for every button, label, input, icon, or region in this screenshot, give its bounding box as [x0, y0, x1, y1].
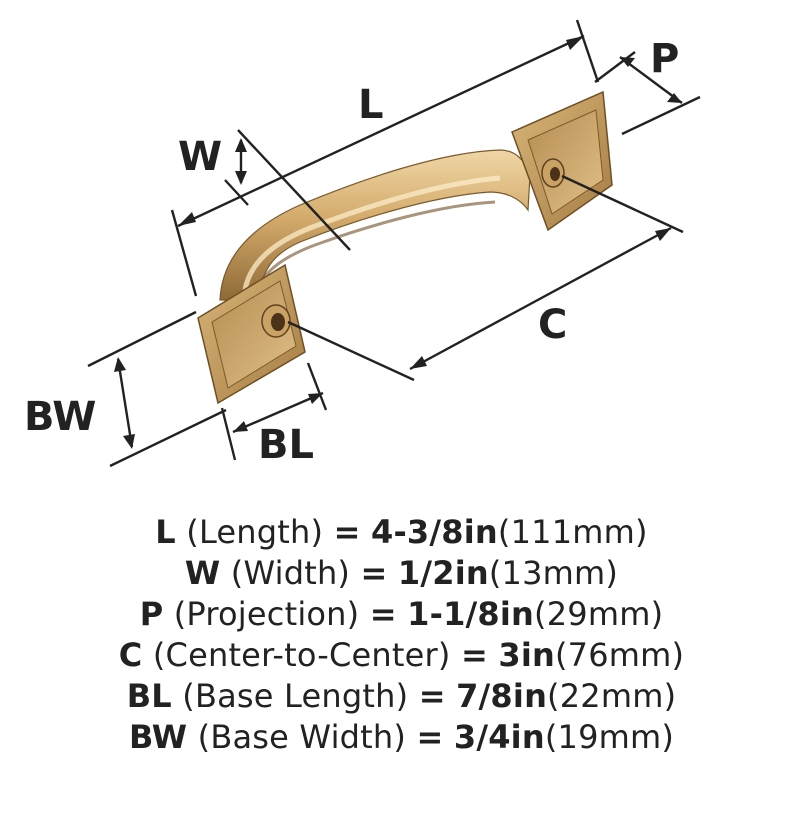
spec-base-length: BL (Base Length) = 7/8in(22mm) — [0, 676, 803, 717]
spec-metric: (22mm) — [547, 677, 677, 715]
spec-abbr: L — [155, 513, 176, 551]
spec-equals: = — [460, 636, 488, 674]
spec-name: (Center-to-Center) — [152, 636, 451, 674]
spec-length: L (Length) = 4-3/8in(111mm) — [0, 512, 803, 553]
handle-arch-channel — [242, 175, 501, 291]
spec-imperial: 1/2in — [397, 554, 489, 592]
spec-width: W (Width) = 1/2in(13mm) — [0, 553, 803, 594]
pull-handle-image — [197, 90, 613, 405]
spec-name: (Base Length) — [182, 677, 409, 715]
spec-imperial: 3/4in — [453, 718, 545, 756]
spec-projection: P (Projection) = 1-1/8in(29mm) — [0, 594, 803, 635]
dimension-lines — [87, 19, 701, 468]
spec-imperial: 4-3/8in — [370, 513, 498, 551]
spec-metric: (111mm) — [497, 513, 648, 551]
spec-name: (Width) — [230, 554, 351, 592]
spec-equals: = — [416, 718, 444, 756]
spec-name: (Projection) — [173, 595, 360, 633]
spec-equals: = — [369, 595, 397, 633]
spec-metric: (29mm) — [534, 595, 664, 633]
spec-equals: = — [360, 554, 388, 592]
label-C: C — [538, 302, 567, 348]
spec-center-to-center: C (Center-to-Center) = 3in(76mm) — [0, 635, 803, 676]
spec-abbr: W — [184, 554, 221, 592]
label-BW: BW — [24, 394, 96, 440]
spec-metric: (19mm) — [544, 718, 675, 756]
spec-metric: (76mm) — [554, 636, 685, 674]
spec-equals: = — [333, 513, 361, 551]
spec-imperial: 7/8in — [456, 677, 548, 715]
dimension-spec-list: L (Length) = 4-3/8in(111mm) W (Width) = … — [0, 512, 803, 758]
spec-metric: (13mm) — [488, 554, 619, 592]
spec-name: (Length) — [186, 513, 324, 551]
spec-imperial: 1-1/8in — [407, 595, 535, 633]
spec-imperial: 3in — [498, 636, 555, 674]
spec-abbr: P — [139, 595, 164, 633]
spec-abbr: BW — [128, 718, 188, 756]
label-W: W — [178, 134, 222, 180]
spec-abbr: C — [118, 636, 143, 674]
spec-name: (Base Width) — [197, 718, 407, 756]
spec-abbr: BL — [126, 677, 172, 715]
pull-handle-dimension-diagram: L W P C BW BL — [24, 19, 701, 468]
label-L: L — [358, 82, 384, 128]
label-BL: BL — [258, 422, 314, 468]
spec-base-width: BW (Base Width) = 3/4in(19mm) — [0, 717, 803, 758]
spec-equals: = — [418, 677, 446, 715]
label-P: P — [650, 36, 679, 82]
